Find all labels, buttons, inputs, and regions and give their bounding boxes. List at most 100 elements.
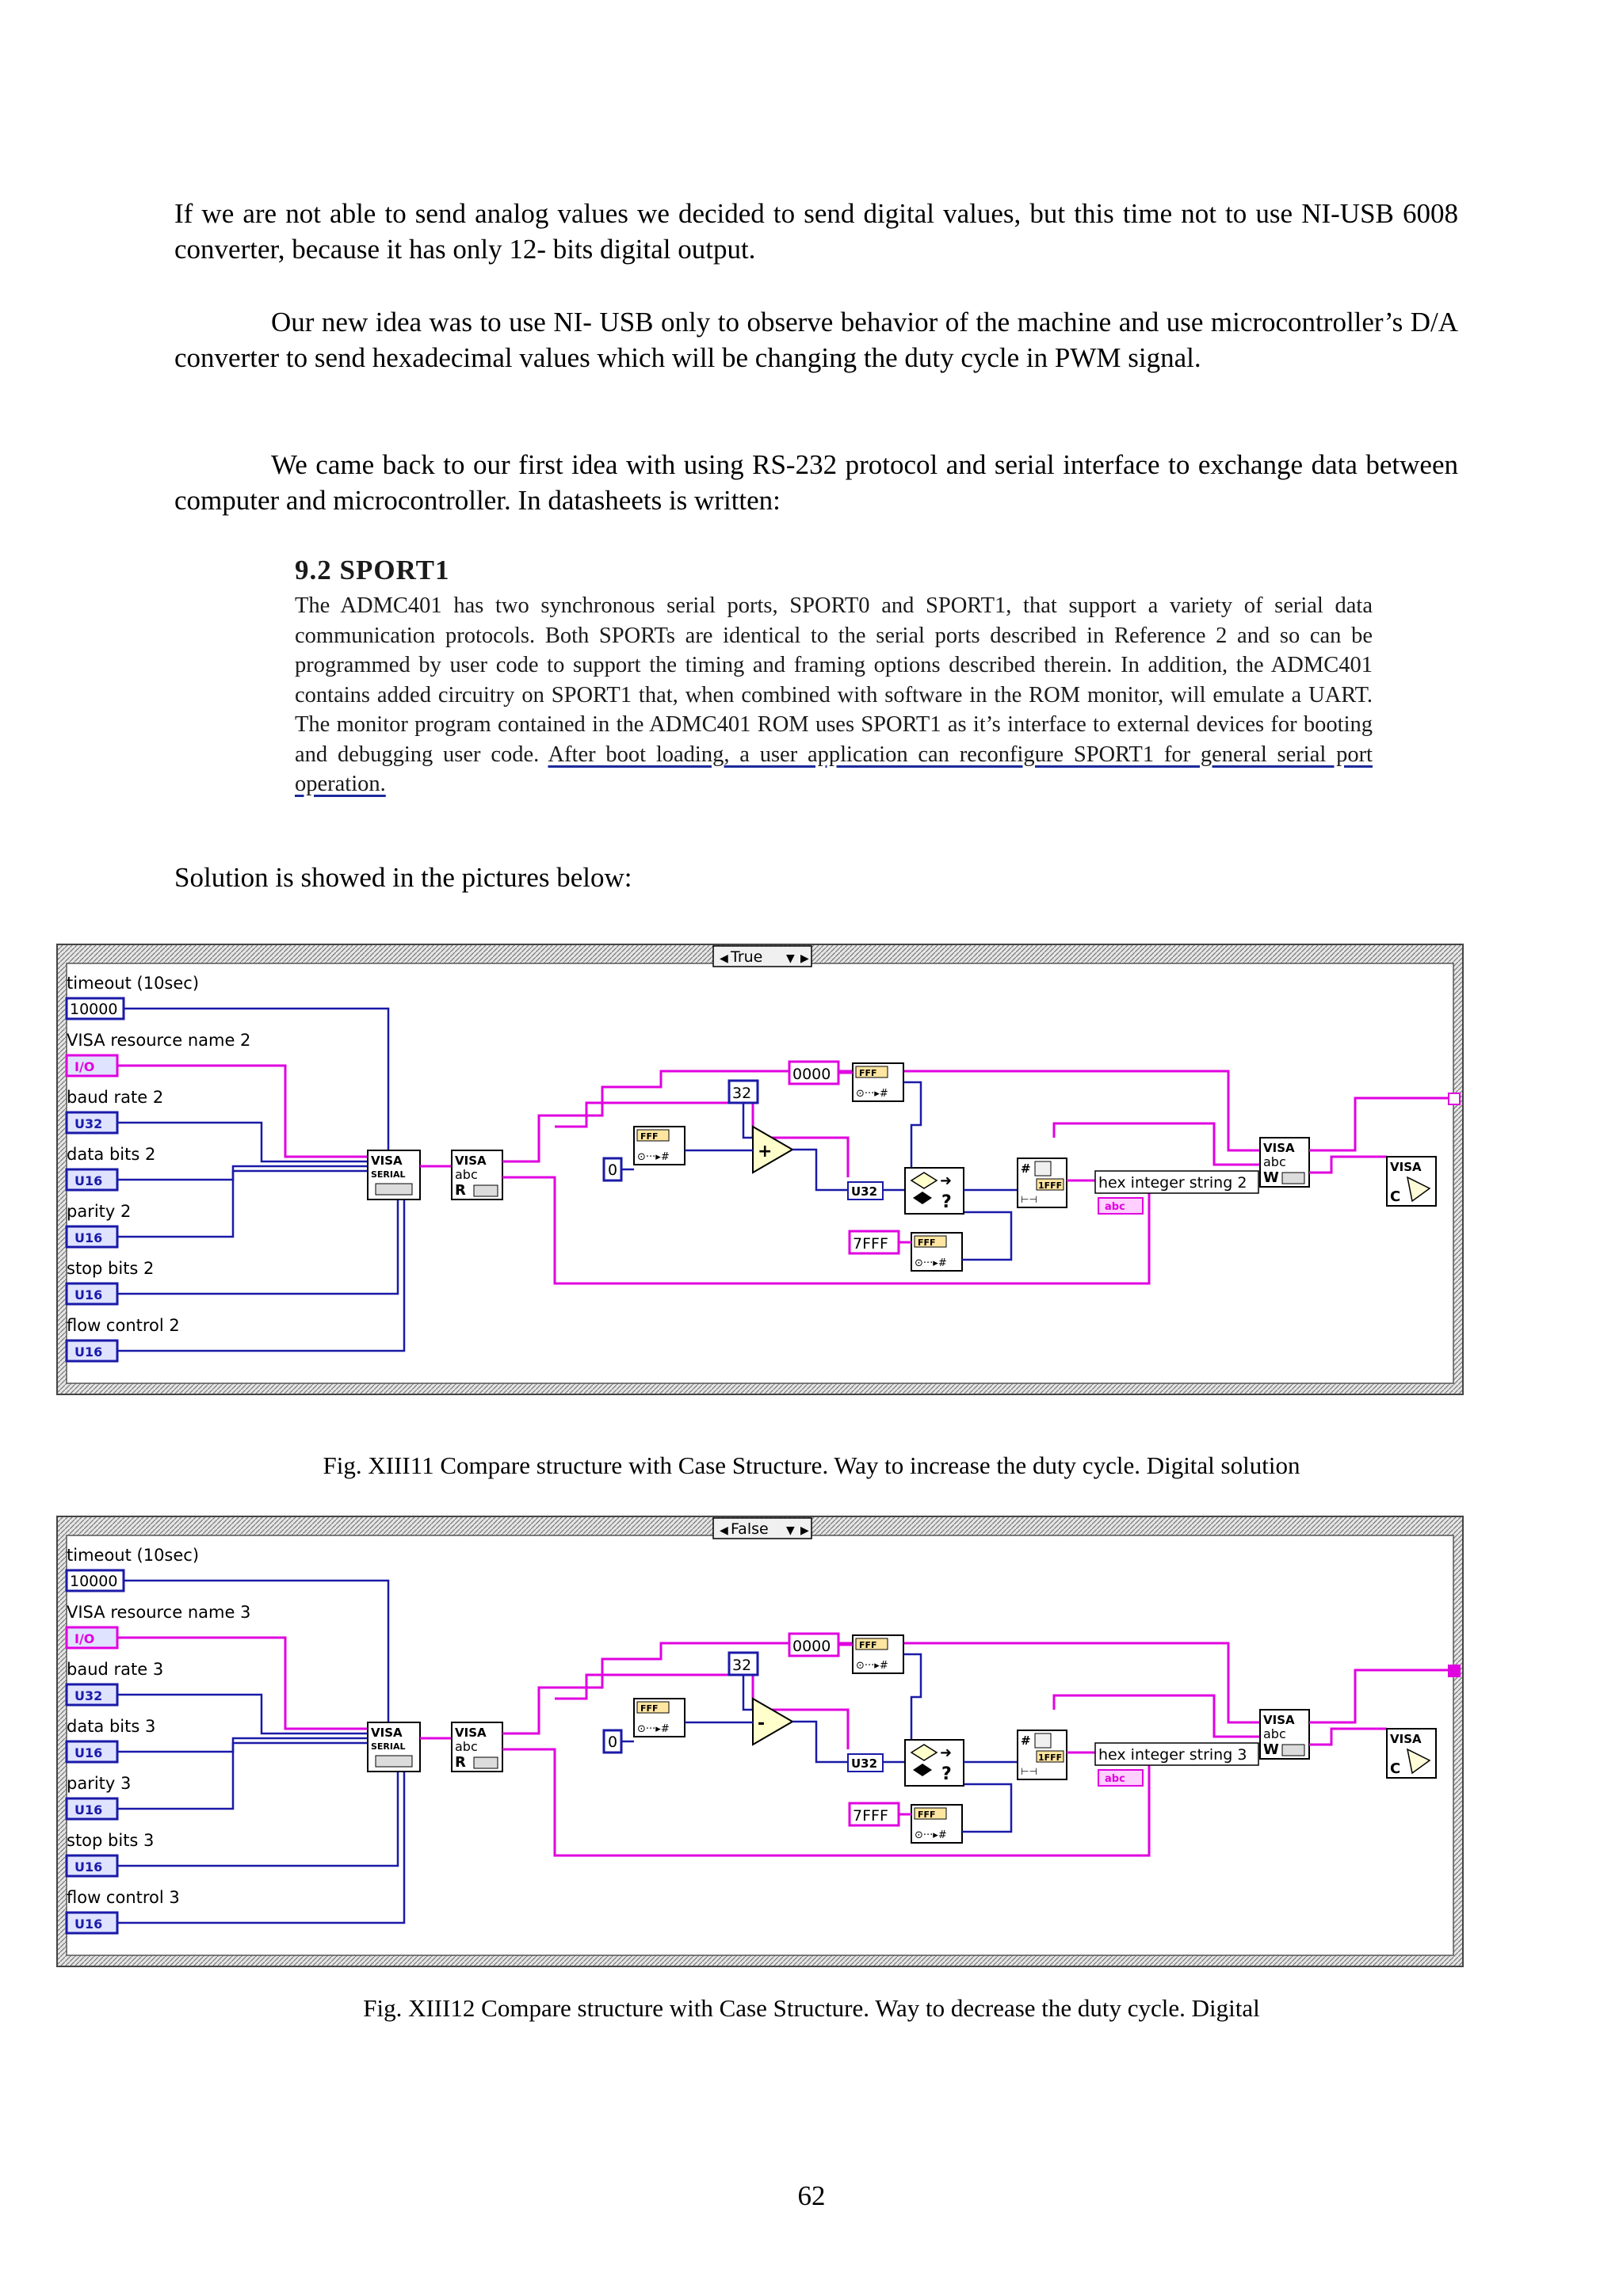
control-terminal — [65, 997, 125, 1020]
stopbits-wire — [117, 1180, 399, 1295]
control-terminal — [65, 1054, 119, 1077]
const-min-text: 0000 — [792, 1638, 831, 1655]
visa-close-icon — [1406, 1748, 1431, 1775]
hex-width-icon: ⊢⊣ — [1021, 1766, 1037, 1777]
hex-string-indicator-label: hex integer string 2 — [1098, 1174, 1247, 1192]
case-selector-label: False — [731, 1520, 769, 1538]
tunnel-terminal — [1448, 1093, 1461, 1105]
scan-min-arrow-icon: ⊙···▸# — [856, 1088, 888, 1100]
control-terminal — [65, 1339, 119, 1363]
datasheet-body: The ADMC401 has two synchronous serial p… — [295, 593, 1373, 767]
flow-wire — [117, 1753, 406, 1924]
adder-to-u32-wire — [792, 1720, 848, 1764]
operator-symbol: - — [758, 1714, 765, 1733]
scan-arrow-icon: ⊙···▸# — [637, 1151, 670, 1163]
visa-read-r: R — [455, 1182, 466, 1199]
const-zero-text: 0 — [608, 1733, 617, 1751]
visa-read-abc: abc — [455, 1739, 478, 1754]
flow-wire — [117, 1180, 406, 1352]
control-value: U16 — [74, 1287, 102, 1302]
scan-min-fff-text: FFF — [859, 1068, 877, 1078]
paragraph-4: Solution is showed in the pictures below… — [174, 862, 632, 893]
coerce-arrow-icon: ➜ — [940, 1745, 952, 1761]
scan-max-fff-tag — [914, 1235, 947, 1248]
control-label: stop bits 3 — [67, 1831, 154, 1850]
coerce-question-icon: ? — [941, 1764, 952, 1784]
scan-min-fff-tag — [855, 1066, 888, 1078]
paragraph-1: If we are not able to send analog values… — [174, 198, 1458, 265]
control-value: U16 — [74, 1230, 102, 1245]
hex-hash-icon: # — [1021, 1733, 1031, 1748]
hex-string-indicator-label: hex integer string 3 — [1098, 1746, 1247, 1764]
control-label: data bits 3 — [67, 1717, 155, 1736]
control-label: parity 2 — [67, 1202, 131, 1221]
parity-wire — [117, 1741, 368, 1810]
min-to-select-wire — [903, 1653, 922, 1741]
control-label: VISA resource name 3 — [67, 1603, 250, 1622]
scan-max-fff-text: FFF — [918, 1810, 936, 1820]
control-value: U16 — [74, 1917, 102, 1932]
coerce-diamond-solid-icon — [913, 1764, 932, 1776]
string-wire-to-write — [1052, 1694, 1260, 1738]
visa-read-icon — [473, 1756, 498, 1769]
control-value: U16 — [74, 1745, 102, 1760]
refnum-wire-top — [502, 1642, 1260, 1735]
visa-close-title: VISA — [1390, 1732, 1422, 1746]
case-dropdown-icon: ▼ — [786, 1524, 795, 1537]
control-terminal — [65, 1111, 119, 1135]
visa-read-title: VISA — [455, 1154, 487, 1168]
control-terminal — [65, 1854, 119, 1878]
case-prev-icon: ◀ — [720, 1524, 728, 1537]
scan-max-fff-tag — [914, 1807, 947, 1820]
visa-write-abc: abc — [1263, 1154, 1286, 1169]
visa-close-c: C — [1390, 1760, 1400, 1777]
serial-port-icon — [375, 1183, 413, 1196]
write-out-wire — [1309, 1669, 1453, 1724]
hex-string-tag-text: abc — [1105, 1773, 1125, 1785]
const-max — [848, 1802, 900, 1827]
write-to-close-wire — [1309, 1155, 1387, 1174]
datasheet-text: The ADMC401 has two synchronous serial p… — [295, 591, 1373, 799]
tunnel-terminal — [1448, 1665, 1461, 1677]
paragraph-3: We came back to our first idea with usin… — [174, 449, 1458, 516]
visa-write-title: VISA — [1263, 1141, 1295, 1155]
coerce-diamond-icon — [910, 1172, 938, 1189]
const-max-text: 7FFF — [853, 1235, 888, 1253]
const-step-text: 32 — [732, 1657, 751, 1674]
visa-label: VISA — [371, 1726, 403, 1740]
control-value: U16 — [74, 1173, 102, 1188]
scan-max-fff-text: FFF — [918, 1238, 936, 1248]
const-step-text: 32 — [732, 1085, 751, 1102]
refnum-wire-top — [502, 1070, 1260, 1163]
control-value: U32 — [74, 1116, 102, 1131]
const-min-text: 0000 — [792, 1066, 831, 1083]
serial-port-icon — [375, 1755, 413, 1768]
visa-write-icon — [1281, 1172, 1305, 1184]
visa-write-w: W — [1263, 1741, 1279, 1758]
case-prev-icon: ◀ — [720, 952, 728, 965]
u32-text: U32 — [851, 1184, 877, 1199]
control-label: VISA resource name 2 — [67, 1031, 250, 1050]
visa-write-abc: abc — [1263, 1726, 1286, 1741]
control-terminal — [65, 1740, 119, 1764]
visa-close-c: C — [1390, 1188, 1400, 1205]
control-terminal — [65, 1911, 119, 1935]
paragraph-2: Our new idea was to use NI- USB only to … — [174, 307, 1458, 373]
step-wire — [742, 1103, 753, 1139]
visa-close-title: VISA — [1390, 1160, 1422, 1174]
write-out-wire — [1309, 1097, 1453, 1152]
hex-format-icon — [1034, 1733, 1052, 1749]
control-value: U32 — [74, 1688, 102, 1703]
serial-label: SERIAL — [371, 1741, 406, 1752]
control-label: baud rate 2 — [67, 1088, 163, 1107]
datasheet-heading: 9.2 SPORT1 — [295, 555, 450, 585]
visa-read-icon — [473, 1184, 498, 1197]
hex-const-text: 1FFF — [1038, 1180, 1062, 1191]
scan-fff-text: FFF — [640, 1131, 659, 1142]
coerce-arrow-icon: ➜ — [940, 1173, 952, 1189]
adder-to-u32-wire — [792, 1148, 848, 1192]
hex-string-tag-text: abc — [1105, 1201, 1125, 1213]
